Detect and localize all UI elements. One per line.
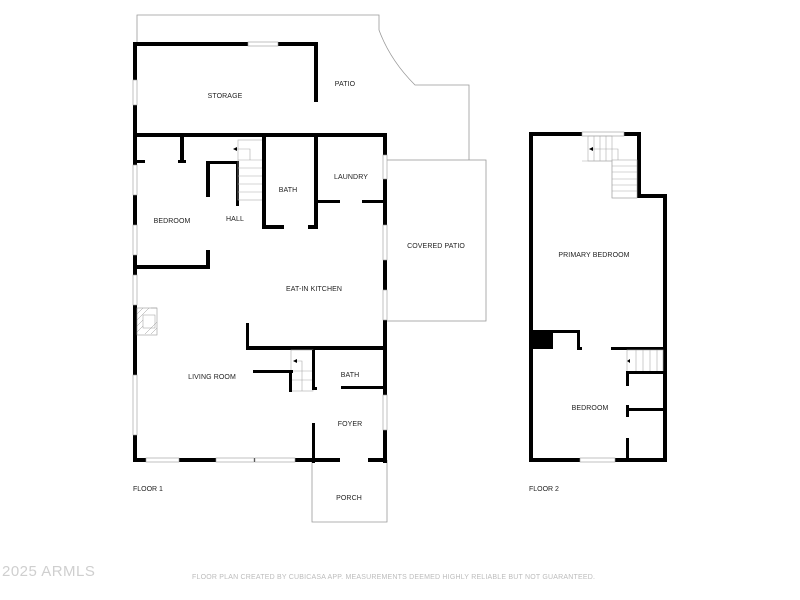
staircase [626, 349, 664, 374]
window [145, 457, 180, 463]
room-label-bedroom: BEDROOM [154, 218, 191, 225]
room-label-foyer: FOYER [338, 421, 363, 428]
room-label-bedroom-2: BEDROOM [572, 405, 609, 412]
room-label-bath-lower: BATH [341, 372, 360, 379]
floor-1-label: FLOOR 1 [133, 486, 163, 493]
room-label-storage: STORAGE [208, 93, 243, 100]
window [132, 79, 138, 106]
room-label-laundry: LAUNDRY [334, 174, 368, 181]
floor-1-plan: STORAGE PATIO BEDROOM HALL BATH LAUNDRY … [132, 14, 487, 523]
window [215, 457, 255, 463]
window [132, 374, 138, 436]
fireplace [136, 307, 158, 336]
window [382, 394, 388, 431]
chimney [533, 330, 553, 349]
staircase [233, 139, 264, 201]
floor-2-plan: PRIMARY BEDROOM BEDROOM FLOOR 2 [529, 131, 667, 493]
room-label-primary-bedroom: PRIMARY BEDROOM [558, 252, 629, 259]
window [132, 224, 138, 256]
room-label-hall: HALL [226, 216, 244, 223]
disclaimer-text: FLOOR PLAN CREATED BY CUBICASA APP. MEAS… [192, 574, 596, 581]
window [254, 457, 296, 463]
window [581, 131, 625, 137]
window [247, 41, 279, 47]
room-label-porch: PORCH [336, 495, 362, 502]
room-label-covered-patio: COVERED PATIO [407, 243, 465, 250]
room-label-eat-in-kitchen: EAT-IN KITCHEN [286, 286, 342, 293]
patio-outline [136, 14, 470, 160]
staircase [290, 349, 314, 392]
window [579, 457, 616, 463]
staircase [582, 135, 638, 199]
window [382, 289, 388, 321]
porch-outline [311, 460, 388, 523]
window [382, 154, 388, 180]
copyright-watermark: 2025 ARMLS [2, 563, 96, 580]
covered-patio-outline [385, 159, 487, 322]
room-label-patio: PATIO [335, 81, 356, 88]
window [132, 274, 138, 306]
floor-2-label: FLOOR 2 [529, 486, 559, 493]
window [132, 164, 138, 196]
room-label-living-room: LIVING ROOM [188, 374, 236, 381]
window [382, 224, 388, 261]
room-label-bath-upper: BATH [279, 187, 298, 194]
